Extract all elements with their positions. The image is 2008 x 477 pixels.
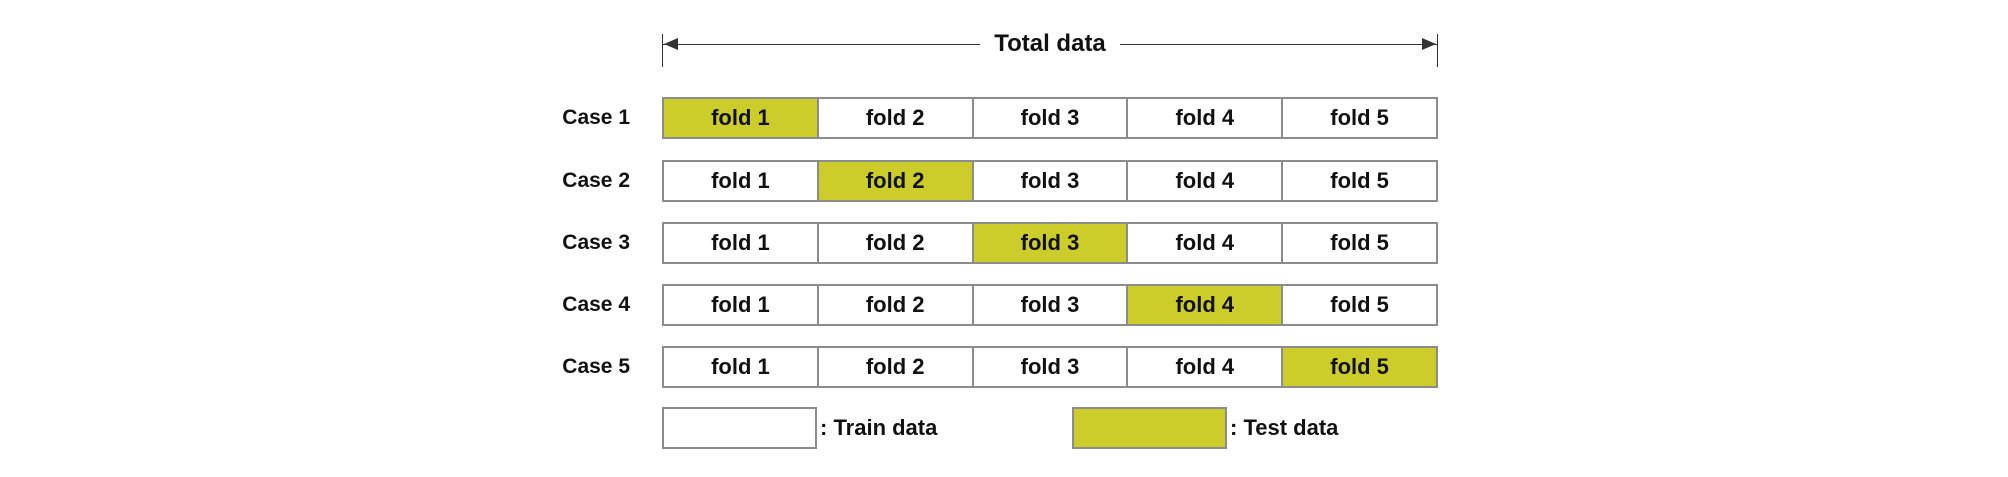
legend-test-swatch <box>1072 407 1227 449</box>
case-row-2: Case 2 fold 1 fold 2 fold 3 fold 4 fold … <box>0 160 2008 202</box>
arrow-right-icon <box>1422 38 1436 50</box>
span-right-tick <box>1437 34 1438 67</box>
legend-train-swatch <box>662 407 817 449</box>
span-left-tick <box>662 34 663 67</box>
case-label: Case 4 <box>562 293 630 316</box>
fold-cell: fold 4 <box>1128 99 1284 137</box>
fold-cell: fold 3 <box>973 99 1129 137</box>
legend-train-label: : Train data <box>820 415 938 440</box>
case-label: Case 1 <box>562 106 630 129</box>
fold-cell: fold 5 <box>1283 286 1436 324</box>
fold-cell: fold 3 <box>973 162 1129 200</box>
case-row-5: Case 5 fold 1 fold 2 fold 3 fold 4 fold … <box>0 346 2008 388</box>
fold-cell-test: fold 3 <box>973 224 1129 262</box>
fold-cell: fold 2 <box>818 286 974 324</box>
arrow-left-icon <box>664 38 678 50</box>
fold-cell: fold 5 <box>1283 99 1436 137</box>
case-label: Case 3 <box>562 231 630 254</box>
fold-cell: fold 2 <box>818 348 974 386</box>
fold-cell: fold 5 <box>1283 224 1436 262</box>
fold-cell-test: fold 1 <box>664 99 819 137</box>
total-data-label: Total data <box>980 28 1120 60</box>
fold-cell: fold 2 <box>818 99 974 137</box>
fold-bar: fold 1 fold 2 fold 3 fold 4 fold 5 <box>662 97 1438 139</box>
case-label: Case 5 <box>562 355 630 378</box>
fold-cell: fold 4 <box>1128 348 1284 386</box>
fold-cell: fold 3 <box>973 348 1129 386</box>
fold-bar: fold 1 fold 2 fold 3 fold 4 fold 5 <box>662 160 1438 202</box>
fold-bar: fold 1 fold 2 fold 3 fold 4 fold 5 <box>662 222 1438 264</box>
case-row-1: Case 1 fold 1 fold 2 fold 3 fold 4 fold … <box>0 97 2008 139</box>
fold-cell: fold 1 <box>664 286 819 324</box>
fold-cell: fold 1 <box>664 162 819 200</box>
case-row-4: Case 4 fold 1 fold 2 fold 3 fold 4 fold … <box>0 284 2008 326</box>
fold-cell-test: fold 2 <box>818 162 974 200</box>
fold-cell: fold 4 <box>1128 162 1284 200</box>
fold-bar: fold 1 fold 2 fold 3 fold 4 fold 5 <box>662 284 1438 326</box>
fold-cell: fold 5 <box>1283 162 1436 200</box>
fold-cell: fold 1 <box>664 348 819 386</box>
fold-cell-test: fold 4 <box>1128 286 1284 324</box>
fold-cell: fold 1 <box>664 224 819 262</box>
fold-cell-test: fold 5 <box>1283 348 1436 386</box>
case-label: Case 2 <box>562 169 630 192</box>
fold-cell: fold 4 <box>1128 224 1284 262</box>
fold-cell: fold 2 <box>818 224 974 262</box>
fold-bar: fold 1 fold 2 fold 3 fold 4 fold 5 <box>662 346 1438 388</box>
legend-test-label: : Test data <box>1230 415 1339 440</box>
fold-cell: fold 3 <box>973 286 1129 324</box>
case-row-3: Case 3 fold 1 fold 2 fold 3 fold 4 fold … <box>0 222 2008 264</box>
